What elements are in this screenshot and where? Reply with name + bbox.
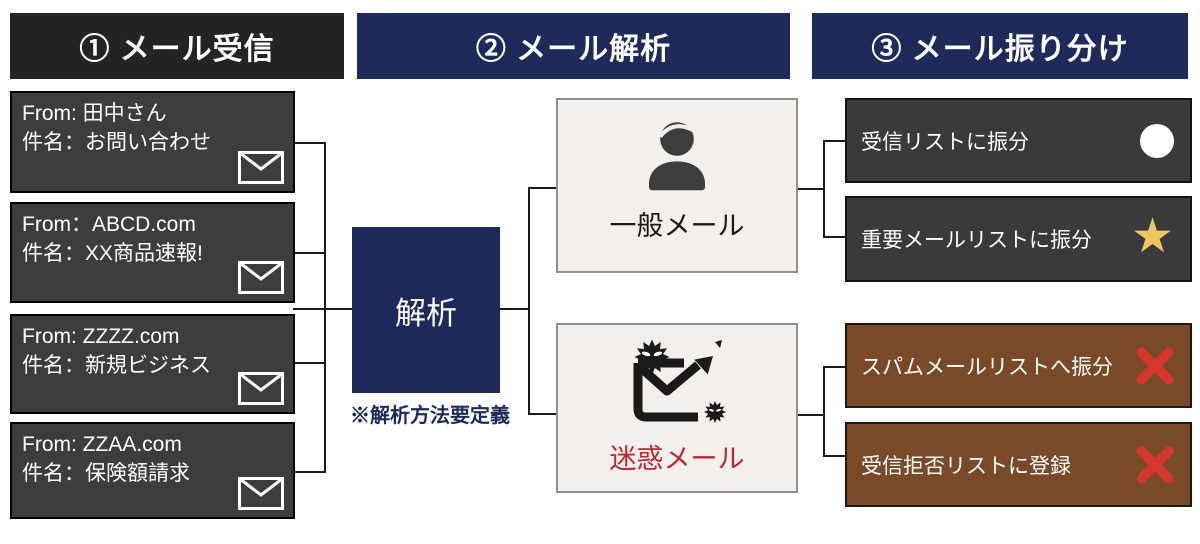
- email-from: From: 田中さん: [22, 102, 167, 125]
- connector-line: [798, 188, 825, 190]
- analysis-note: ※解析方法要定義: [350, 405, 510, 427]
- action-row-spam-list: スパムメールリストへ振分: [845, 323, 1192, 408]
- connector-line: [528, 187, 530, 415]
- cross-icon: [1136, 446, 1174, 483]
- email-card-2: From：ABCD.com 件名：XX商品速報!: [10, 202, 295, 303]
- connector-line: [324, 142, 326, 473]
- email-from: From: ZZAA.com: [22, 433, 182, 456]
- email-subject: 件名：XX商品速報!: [22, 241, 203, 265]
- envelope-icon: [238, 151, 284, 184]
- action-row-inbox-list: 受信リストに振分: [845, 98, 1192, 183]
- connector-line: [295, 252, 326, 254]
- connector-line: [295, 471, 326, 473]
- envelope-icon: [238, 372, 284, 405]
- category-normal-mail: 一般メール: [556, 98, 798, 273]
- email-card-1: From: 田中さん 件名：お問い合わせ: [10, 91, 295, 193]
- action-label: 重要メールリストに振分: [861, 229, 1092, 252]
- analysis-label: 解析: [395, 295, 457, 331]
- action-label: スパムメールリストへ振分: [861, 355, 1113, 379]
- envelope-icon: [238, 261, 284, 294]
- action-label: 受信リストに振分: [861, 130, 1029, 154]
- connector-line: [823, 140, 825, 238]
- connector-line: [823, 236, 845, 238]
- connector-line: [293, 308, 352, 310]
- connector-line: [823, 140, 845, 142]
- connector-line: [295, 362, 326, 364]
- header-label: ② メール解析: [475, 33, 672, 66]
- category-label: 一般メール: [609, 211, 745, 241]
- cross-icon: [1136, 347, 1174, 384]
- connector-line: [798, 414, 825, 416]
- action-row-important-list: 重要メールリストに振分 ★: [845, 196, 1192, 282]
- envelope-icon: [238, 477, 284, 510]
- person-icon: [649, 122, 705, 191]
- email-subject: 件名：保険額請求: [22, 461, 190, 485]
- connector-line: [500, 308, 530, 310]
- circle-icon: [1140, 123, 1174, 158]
- header-mail-sort: ③ メール振り分け: [812, 13, 1188, 79]
- header-mail-receive: ① メール受信: [10, 13, 344, 79]
- category-label: 迷惑メール: [609, 444, 745, 474]
- connector-line: [823, 366, 845, 368]
- star-icon: ★: [1130, 210, 1174, 263]
- email-card-3: From: ZZZZ.com 件名：新規ビジネス: [10, 314, 295, 414]
- connector-line: [823, 455, 845, 457]
- email-subject: 件名：お問い合わせ: [22, 130, 211, 154]
- email-subject: 件名：新規ビジネス: [22, 353, 211, 377]
- connector-line: [528, 187, 556, 189]
- header-label: ① メール受信: [79, 33, 275, 66]
- category-spam-mail: 迷惑メール: [556, 323, 798, 493]
- analysis-node: 解析: [352, 227, 500, 393]
- email-from: From：ABCD.com: [22, 213, 196, 236]
- connector-line: [823, 366, 825, 457]
- action-row-block-list: 受信拒否リストに登録: [845, 422, 1192, 507]
- connector-line: [295, 142, 326, 144]
- email-from: From: ZZZZ.com: [22, 325, 180, 348]
- action-label: 受信拒否リストに登録: [861, 454, 1071, 478]
- connector-line: [528, 413, 556, 415]
- email-card-4: From: ZZAA.com 件名：保険額請求: [10, 422, 295, 519]
- spam-mail-icon: [633, 339, 726, 423]
- header-label: ③ メール振り分け: [871, 33, 1129, 66]
- header-mail-analyze: ② メール解析: [357, 13, 790, 79]
